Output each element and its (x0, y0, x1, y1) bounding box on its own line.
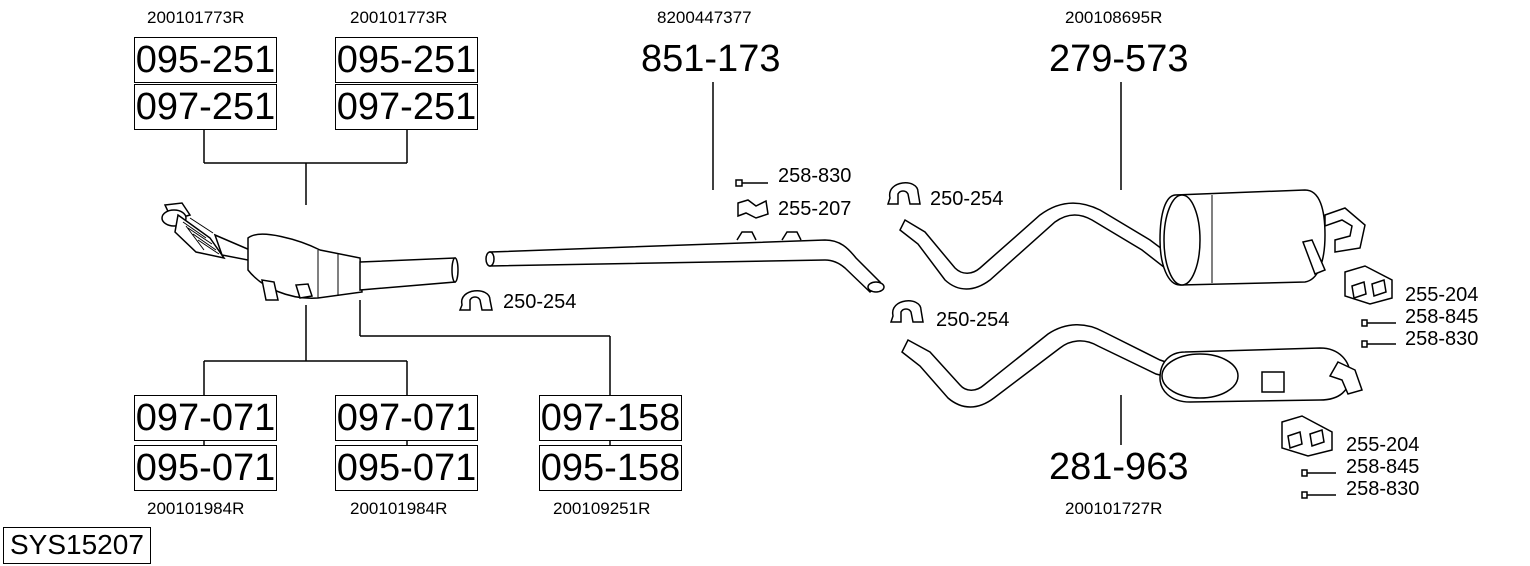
part-code-small: 250-254 (930, 188, 1004, 210)
oem-number: 200101773R (350, 8, 448, 27)
part-code-small: 258-830 (778, 165, 852, 187)
part-code-box: 097-071 (134, 395, 277, 441)
part-code: 851-173 (641, 38, 781, 80)
part-code-box: 097-071 (335, 395, 478, 441)
part-code-box: 095-251 (134, 37, 277, 83)
part-code-small: 258-830 (1405, 328, 1479, 350)
part-code-box: 097-158 (539, 395, 682, 441)
oem-number: 200101773R (147, 8, 245, 27)
middle-pipe (485, 179, 885, 294)
part-code: 281-963 (1049, 446, 1189, 488)
rear-hardware-lower (1281, 415, 1336, 499)
part-code-small: 250-254 (503, 291, 577, 313)
rear-muffler-lower (901, 324, 1363, 408)
part-code: 279-573 (1049, 38, 1189, 80)
part-code-box: 095-251 (335, 37, 478, 83)
oem-number: 200101727R (1065, 499, 1163, 518)
part-code-box: 097-251 (335, 84, 478, 130)
part-code-small: 255-207 (778, 198, 852, 220)
system-code-box: SYS15207 (3, 527, 151, 564)
oem-number: 200109251R (553, 499, 651, 518)
oem-number: 200101984R (147, 499, 245, 518)
rear-muffler-upper (899, 189, 1366, 290)
part-code-box: 095-158 (539, 445, 682, 491)
clamps (458, 182, 924, 323)
part-code-box: 097-251 (134, 84, 277, 130)
rear-hardware-upper (1344, 265, 1396, 348)
oem-number: 200108695R (1065, 8, 1163, 27)
oem-number: 200101984R (350, 499, 448, 518)
part-code-small: 258-845 (1346, 456, 1420, 478)
part-code-small: 258-830 (1346, 478, 1420, 500)
part-code-small: 250-254 (936, 309, 1010, 331)
part-code-small: 255-204 (1405, 284, 1479, 306)
part-code-small: 255-204 (1346, 434, 1420, 456)
part-code-small: 258-845 (1405, 306, 1479, 328)
oem-number: 8200447377 (657, 8, 752, 27)
part-code-box: 095-071 (335, 445, 478, 491)
part-code-box: 095-071 (134, 445, 277, 491)
catalytic-converter (161, 202, 459, 301)
